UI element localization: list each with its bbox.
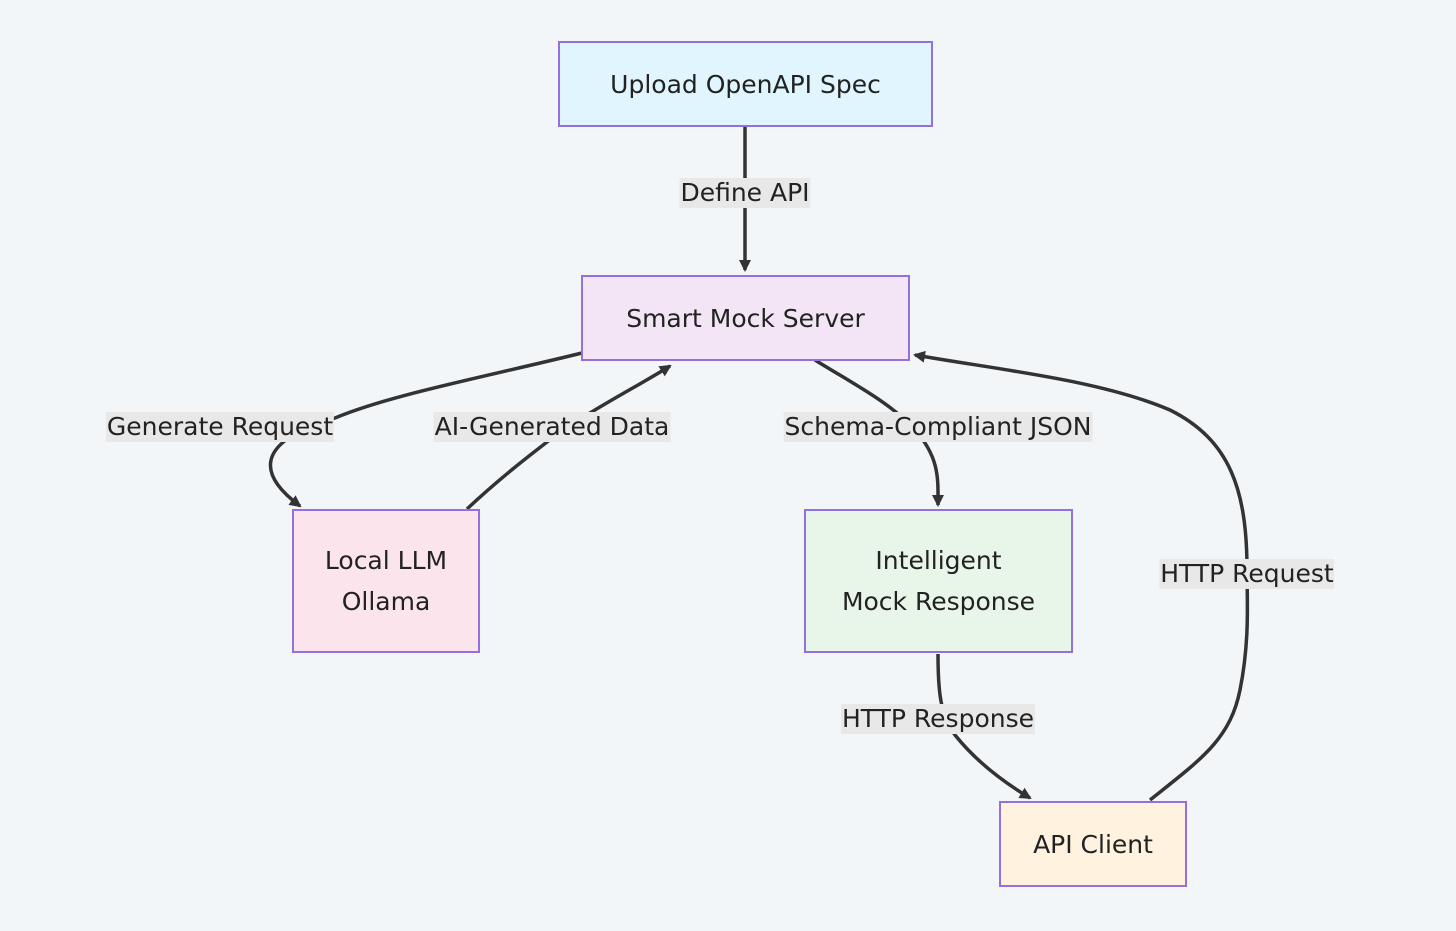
node-upload-openapi-spec: Upload OpenAPI Spec	[558, 41, 933, 127]
node-api-client-label: API Client	[1033, 829, 1153, 859]
node-local-llm-label-line-1: Local LLM	[324, 546, 448, 575]
edge-label-http-request: HTTP Request	[1159, 559, 1335, 589]
node-api-client: API Client	[999, 801, 1187, 887]
edge-generate-request	[268, 351, 583, 508]
node-smart-mock-server: Smart Mock Server	[581, 275, 910, 361]
edge-label-schema-compliant-json: Schema-Compliant JSON	[783, 412, 1093, 442]
node-intelligent-mock-response-label-line-1: Intelligent	[875, 546, 1002, 575]
node-intelligent-mock-response-label-line-2: Mock Response	[841, 587, 1036, 616]
node-upload-openapi-spec-label: Upload OpenAPI Spec	[610, 69, 881, 99]
edge-label-http-response: HTTP Response	[841, 704, 1035, 734]
edge-label-ai-generated-data: AI-Generated Data	[433, 412, 671, 442]
edge-http-response	[936, 653, 1032, 800]
node-local-llm-label-line-2: Ollama	[341, 587, 431, 616]
edge-http-request	[913, 350, 1250, 802]
node-local-llm: Local LLM Ollama	[292, 509, 480, 653]
node-smart-mock-server-label: Smart Mock Server	[626, 303, 865, 333]
edge-label-generate-request: Generate Request	[105, 412, 335, 442]
edge-label-define-api: Define API	[679, 178, 811, 208]
node-intelligent-mock-response: Intelligent Mock Response	[804, 509, 1073, 653]
